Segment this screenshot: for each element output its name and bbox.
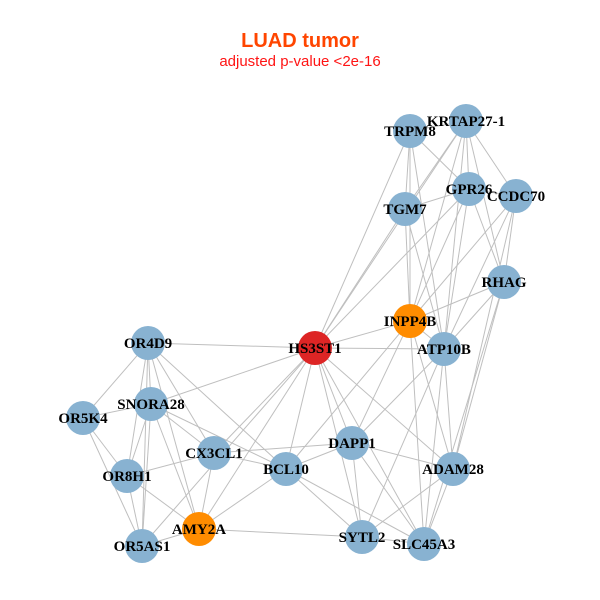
node-CCDC70 bbox=[499, 179, 533, 213]
node-label-SNORA28: SNORA28 bbox=[117, 397, 185, 413]
edge-RHAG-ADAM28 bbox=[452, 281, 505, 470]
node-SNORA28 bbox=[134, 387, 168, 421]
node-label-OR5K4: OR5K4 bbox=[58, 411, 108, 427]
edge-TGM7-ATP10B bbox=[404, 208, 445, 350]
edge-KRTAP27-1-HS3ST1 bbox=[314, 120, 467, 349]
edge-HS3ST1-SLC45A3 bbox=[314, 347, 425, 545]
edge-TGM7-INPP4B bbox=[404, 208, 411, 322]
edge-GPR26-INPP4B bbox=[409, 188, 470, 322]
edge-GPR26-ATP10B bbox=[443, 188, 470, 350]
edge-HS3ST1-SNORA28 bbox=[150, 347, 316, 405]
node-OR4D9 bbox=[131, 326, 165, 360]
edge-INPP4B-ADAM28 bbox=[409, 320, 454, 470]
node-TGM7 bbox=[388, 192, 422, 226]
edge-SNORA28-OR5AS1 bbox=[141, 403, 152, 547]
edge-GPR26-HS3ST1 bbox=[314, 188, 470, 349]
edge-HS3ST1-AMY2A bbox=[198, 347, 316, 530]
node-label-SYTL2: SYTL2 bbox=[339, 530, 386, 546]
edge-DAPP1-SLC45A3 bbox=[351, 442, 425, 545]
node-HS3ST1 bbox=[298, 331, 332, 365]
edge-HS3ST1-CX3CL1 bbox=[213, 347, 316, 454]
node-label-HS3ST1: HS3ST1 bbox=[288, 341, 341, 357]
edge-TRPM8-ATP10B bbox=[409, 130, 445, 350]
node-INPP4B bbox=[393, 304, 427, 338]
node-OR5AS1 bbox=[125, 529, 159, 563]
node-GPR26 bbox=[452, 172, 486, 206]
edge-INPP4B-BCL10 bbox=[285, 320, 411, 470]
edge-OR4D9-BCL10 bbox=[147, 342, 287, 470]
node-label-OR8H1: OR8H1 bbox=[102, 469, 151, 485]
node-label-SLC45A3: SLC45A3 bbox=[393, 537, 456, 553]
edge-ATP10B-SLC45A3 bbox=[423, 348, 445, 545]
node-label-KRTAP27-1: KRTAP27-1 bbox=[427, 114, 505, 130]
edge-TGM7-HS3ST1 bbox=[314, 208, 406, 349]
edge-SNORA28-AMY2A bbox=[150, 403, 200, 530]
node-CX3CL1 bbox=[197, 436, 231, 470]
edge-TRPM8-HS3ST1 bbox=[314, 130, 411, 349]
edge-ADAM28-SYTL2 bbox=[361, 468, 454, 538]
edge-OR4D9-CX3CL1 bbox=[147, 342, 215, 454]
edge-AMY2A-SYTL2 bbox=[198, 528, 363, 538]
node-label-DAPP1: DAPP1 bbox=[328, 436, 376, 452]
edge-HS3ST1-OR4D9 bbox=[147, 342, 316, 349]
node-label-OR4D9: OR4D9 bbox=[124, 336, 172, 352]
edge-OR4D9-OR5AS1 bbox=[141, 342, 149, 547]
node-label-BCL10: BCL10 bbox=[263, 462, 309, 478]
figure-subtitle: adjusted p-value <2e-16 bbox=[219, 53, 381, 70]
node-label-CX3CL1: CX3CL1 bbox=[185, 446, 243, 462]
node-OR5K4 bbox=[66, 401, 100, 435]
edge-CX3CL1-DAPP1 bbox=[213, 442, 353, 454]
node-label-CCDC70: CCDC70 bbox=[487, 189, 545, 205]
node-ATP10B bbox=[427, 332, 461, 366]
edge-RHAG-SLC45A3 bbox=[423, 281, 505, 545]
edge-DAPP1-ADAM28 bbox=[351, 442, 454, 470]
node-OR8H1 bbox=[110, 459, 144, 493]
edge-ATP10B-DAPP1 bbox=[351, 348, 445, 444]
node-KRTAP27-1 bbox=[449, 104, 483, 138]
edge-BCL10-SLC45A3 bbox=[285, 468, 425, 545]
edge-KRTAP27-1-RHAG bbox=[465, 120, 505, 283]
node-label-AMY2A: AMY2A bbox=[172, 522, 226, 538]
node-label-TGM7: TGM7 bbox=[383, 202, 427, 218]
edge-SNORA28-BCL10 bbox=[150, 403, 287, 470]
edge-HS3ST1-ADAM28 bbox=[314, 347, 454, 470]
edge-HS3ST1-ATP10B bbox=[314, 347, 445, 350]
figure-title: LUAD tumor bbox=[241, 30, 359, 52]
node-label-GPR26: GPR26 bbox=[446, 182, 493, 198]
node-AMY2A bbox=[182, 512, 216, 546]
edge-ATP10B-SYTL2 bbox=[361, 348, 445, 538]
node-BCL10 bbox=[269, 452, 303, 486]
edge-INPP4B-DAPP1 bbox=[351, 320, 411, 444]
node-SYTL2 bbox=[345, 520, 379, 554]
edge-OR4D9-AMY2A bbox=[147, 342, 200, 530]
node-SLC45A3 bbox=[407, 527, 441, 561]
node-ADAM28 bbox=[436, 452, 470, 486]
edge-KRTAP27-1-ATP10B bbox=[443, 120, 467, 350]
node-DAPP1 bbox=[335, 426, 369, 460]
node-label-OR5AS1: OR5AS1 bbox=[114, 539, 171, 555]
edge-CCDC70-ADAM28 bbox=[452, 195, 517, 470]
edge-INPP4B-SLC45A3 bbox=[409, 320, 425, 545]
edge-AMY2A-BCL10 bbox=[198, 468, 287, 530]
node-label-ATP10B: ATP10B bbox=[417, 342, 471, 358]
edge-HS3ST1-BCL10 bbox=[285, 347, 316, 470]
node-label-RHAG: RHAG bbox=[482, 275, 527, 291]
node-label-ADAM28: ADAM28 bbox=[422, 462, 484, 478]
edge-CCDC70-INPP4B bbox=[409, 195, 517, 322]
edge-CCDC70-ATP10B bbox=[443, 195, 517, 350]
node-label-INPP4B: INPP4B bbox=[384, 314, 437, 330]
edge-ATP10B-ADAM28 bbox=[443, 348, 454, 470]
node-RHAG bbox=[487, 265, 521, 299]
node-TRPM8 bbox=[393, 114, 427, 148]
node-label-TRPM8: TRPM8 bbox=[384, 124, 436, 140]
